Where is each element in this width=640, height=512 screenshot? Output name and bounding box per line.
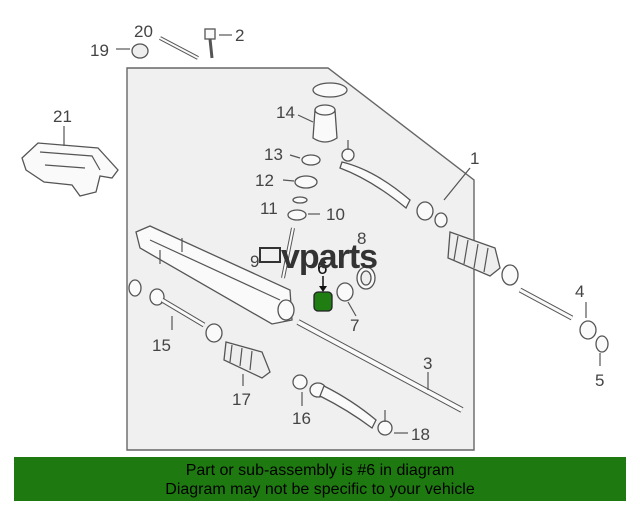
highlighted-part-6[interactable] (313, 291, 333, 312)
rack-housing[interactable] (135, 225, 295, 325)
callout-7: 7 (350, 316, 359, 335)
banner-line-2: Diagram may not be specific to your vehi… (165, 481, 475, 498)
callout-14: 14 (276, 103, 295, 122)
callout-5: 5 (595, 371, 604, 390)
callout-16: 16 (292, 409, 311, 428)
info-banner: Part or sub-assembly is #6 in diagram Di… (14, 457, 626, 501)
callout-18: 18 (411, 425, 430, 444)
rod-part-20[interactable] (159, 36, 199, 60)
callout-15: 15 (152, 336, 171, 355)
callout-19: 19 (90, 41, 109, 60)
inner-tie-rod-part-4[interactable] (518, 287, 597, 340)
assembly-panel (126, 67, 475, 451)
ring-part-5[interactable] (595, 335, 609, 353)
bushing-part-7[interactable] (336, 282, 354, 302)
callout-8: 8 (357, 229, 366, 248)
clamp-part-16[interactable] (292, 374, 308, 390)
callout-4: 4 (575, 282, 584, 301)
logo-text: vparts (281, 238, 377, 276)
parts-diagram: 21 19 20 2 14 13 12 11 10 (21, 22, 609, 451)
callout-9: 9 (250, 252, 259, 271)
callout-12: 12 (255, 171, 274, 190)
callout-10: 10 (326, 205, 345, 224)
ring-part-11[interactable] (292, 196, 308, 204)
callout-3: 3 (423, 354, 432, 373)
ring-left[interactable] (128, 279, 142, 297)
seal-part-12[interactable] (294, 175, 318, 189)
rack-bar-part-3[interactable] (296, 319, 464, 413)
bolt-part-2[interactable] (204, 28, 216, 59)
callout-2: 2 (235, 26, 244, 45)
tie-rod-end-part-18[interactable] (309, 382, 393, 436)
boot-part-17[interactable] (223, 341, 271, 379)
callout-6: 6 (317, 258, 328, 279)
bracket-part-21[interactable] (21, 142, 119, 197)
bolt-part-9[interactable] (281, 227, 295, 279)
seal-part-13[interactable] (301, 154, 321, 166)
boot-right[interactable] (447, 231, 519, 286)
callout-20: 20 (134, 22, 153, 41)
callout-11: 11 (260, 199, 278, 218)
callout-17: 17 (232, 390, 251, 409)
bushing-part-14[interactable] (312, 82, 348, 143)
callout-1: 1 (470, 149, 479, 168)
logo-mark-icon (259, 247, 281, 263)
seal-part-10[interactable] (287, 209, 307, 221)
cap-part-19[interactable] (131, 43, 149, 59)
callout-13: 13 (264, 145, 283, 164)
inner-tie-rod-part-15[interactable] (149, 288, 206, 328)
tie-rod-end-part-1[interactable] (339, 140, 448, 228)
ring-part-8[interactable] (356, 266, 376, 290)
banner-line-1: Part or sub-assembly is #6 in diagram (185, 462, 455, 479)
ring-mid[interactable] (205, 323, 223, 343)
callout-21: 21 (53, 107, 72, 126)
